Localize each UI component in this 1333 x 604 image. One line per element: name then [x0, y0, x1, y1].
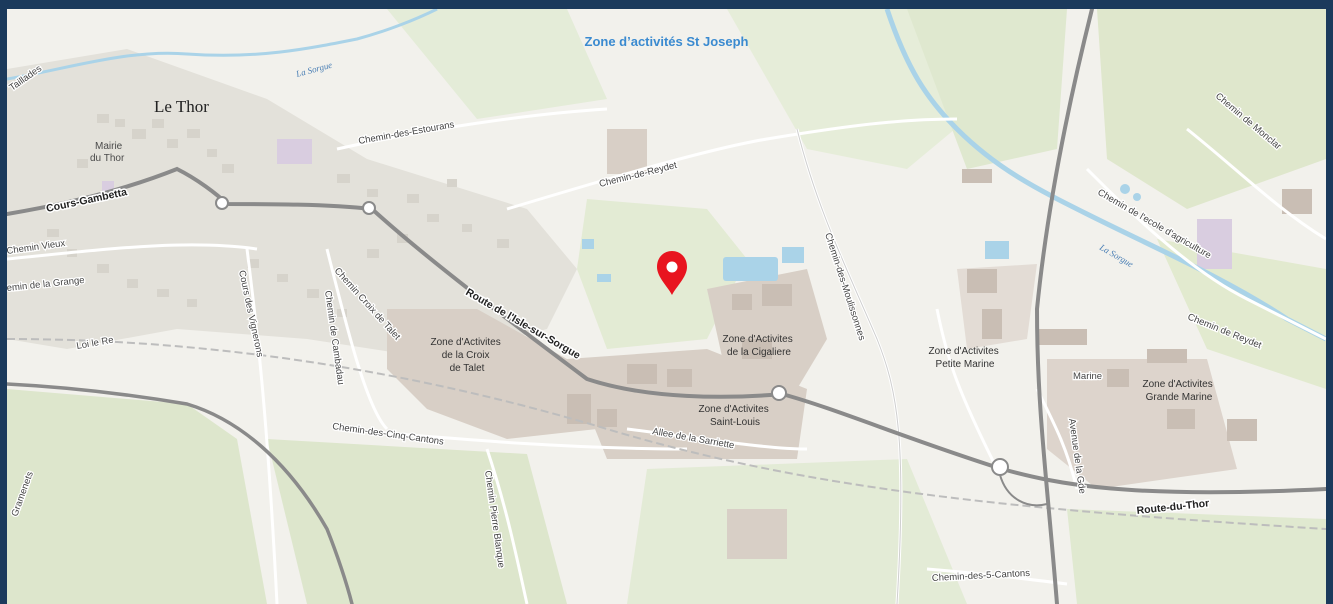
zone-label-petite-marine: Zone d'Activites Petite Marine	[928, 346, 1001, 370]
zone-label-grande-marine: Zone d'Activites Grande Marine	[1142, 379, 1215, 403]
road-label-marine: Marine	[1073, 371, 1102, 382]
minor-road-outline	[796, 128, 902, 604]
town-label: Le Thor	[154, 97, 209, 116]
zone-label-saint-louis: Zone d'Activites Saint-Louis	[698, 404, 771, 428]
map-view[interactable]: Le Thor Mairie du Thor Cours-Gambetta Ch…	[7, 9, 1326, 604]
interchange-ramp	[999, 474, 1048, 507]
roundabouts	[215, 196, 1009, 476]
map-caption: Zone d’activités St Joseph	[584, 34, 749, 49]
map-canvas: Le Thor Mairie du Thor Cours-Gambetta Ch…	[7, 9, 1326, 604]
green-areas	[7, 9, 1326, 604]
location-pin-icon[interactable]	[657, 251, 687, 295]
buildings-town	[47, 114, 509, 317]
industrial-zones	[387, 129, 1237, 559]
industrial-buildings	[567, 169, 1312, 441]
zone-label-croix-talet: Zone d'Activites de la Croix de Talet	[430, 337, 503, 374]
zone-label-cigaliere: Zone d'Activites de la Cigaliere	[722, 334, 795, 358]
water-features	[7, 9, 1326, 342]
mairie-label-2: du Thor	[90, 153, 125, 164]
railway	[7, 338, 1326, 530]
mairie-label: Mairie	[95, 141, 123, 152]
